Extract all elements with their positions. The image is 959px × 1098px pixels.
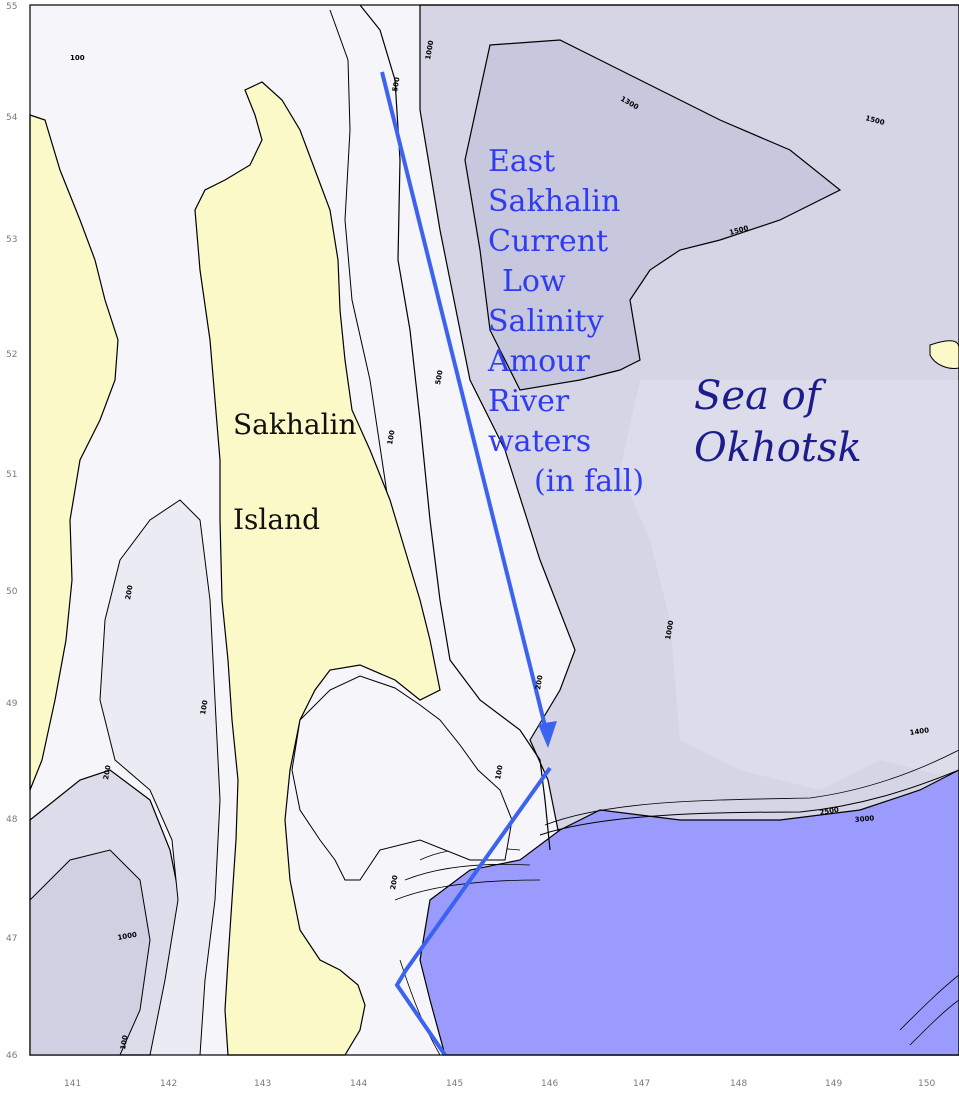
lon-label: 150 bbox=[918, 1079, 935, 1089]
contour-line bbox=[404, 863, 531, 881]
contour-label: 200 bbox=[389, 874, 399, 890]
contour-line bbox=[394, 879, 541, 901]
lon-label: 143 bbox=[254, 1079, 271, 1089]
lat-label: 49 bbox=[6, 699, 18, 709]
lat-label: 51 bbox=[6, 470, 17, 480]
current-label-line: Salinity bbox=[488, 304, 604, 339]
island-label: Island bbox=[233, 503, 321, 536]
contour-labels: 100 500 1000 1300 1500 1500 100 500 1000… bbox=[70, 40, 930, 1051]
current-label-line: (in fall) bbox=[534, 464, 645, 499]
contour-label: 200 bbox=[102, 764, 112, 780]
lat-label: 50 bbox=[6, 587, 18, 597]
lat-label: 53 bbox=[6, 235, 17, 245]
contour-line bbox=[899, 974, 959, 1031]
current-arrow-south bbox=[394, 766, 552, 1057]
contour-label: 1000 bbox=[117, 931, 138, 942]
mainland-land bbox=[29, 114, 119, 791]
contour-label: 200 bbox=[534, 674, 544, 690]
contour-label: 1400 bbox=[909, 726, 930, 737]
current-label-line: Current bbox=[488, 224, 609, 259]
lat-label: 52 bbox=[6, 350, 17, 360]
contour-line bbox=[544, 749, 959, 826]
lon-label: 146 bbox=[541, 1079, 558, 1089]
lat-label: 55 bbox=[6, 2, 17, 12]
lon-label: 141 bbox=[64, 1079, 81, 1089]
contour-label: 500 bbox=[391, 76, 401, 92]
lon-label: 145 bbox=[446, 1079, 463, 1089]
contour-label: 3000 bbox=[854, 814, 874, 824]
contour-label: 2500 bbox=[819, 806, 840, 817]
current-label-line: Sakhalin bbox=[488, 184, 621, 219]
sea-label-line1: Sea of bbox=[694, 373, 821, 419]
contour-line bbox=[399, 959, 441, 1056]
contour-label: 200 bbox=[124, 584, 134, 600]
lat-label: 47 bbox=[6, 934, 17, 944]
lon-label: 149 bbox=[825, 1079, 842, 1089]
current-label-line: East bbox=[488, 144, 556, 179]
shelf-contour bbox=[359, 4, 551, 851]
lon-tick-labels: 141 142 143 144 145 146 147 148 149 150 bbox=[64, 1079, 935, 1089]
sea-label-line2: Okhotsk bbox=[694, 425, 862, 471]
map-frame bbox=[29, 4, 959, 1056]
current-label: East Sakhalin Current Low Salinity Amour… bbox=[488, 142, 688, 502]
kuril-basin bbox=[419, 769, 959, 1056]
lon-label: 147 bbox=[633, 1079, 650, 1089]
current-label-line: waters bbox=[488, 424, 592, 459]
lat-tick-labels: 55 54 53 52 51 50 49 48 47 46 bbox=[6, 2, 18, 1061]
lon-label: 142 bbox=[160, 1079, 177, 1089]
aniva-bay bbox=[291, 675, 513, 881]
lat-label: 54 bbox=[6, 113, 18, 123]
islet bbox=[929, 340, 959, 369]
sea-label: Sea of Okhotsk bbox=[694, 370, 862, 474]
contour-label: 100 bbox=[119, 1034, 129, 1050]
arrowhead-icon bbox=[538, 721, 557, 748]
lat-label: 46 bbox=[6, 1051, 18, 1061]
contour-label: 500 bbox=[434, 369, 444, 385]
contour-label: 100 bbox=[494, 764, 504, 780]
contour-label: 100 bbox=[386, 429, 396, 445]
contour-label: 100 bbox=[199, 699, 209, 715]
ridge-region bbox=[464, 39, 842, 391]
lon-label: 148 bbox=[730, 1079, 747, 1089]
current-label-line: Low bbox=[502, 264, 566, 299]
contour-line bbox=[539, 769, 959, 836]
contour-label: 1000 bbox=[664, 620, 675, 641]
slope-band bbox=[620, 380, 959, 790]
current-label-line: Amour bbox=[488, 344, 590, 379]
contour-label: 100 bbox=[70, 54, 85, 62]
lon-label: 144 bbox=[350, 1079, 367, 1089]
sakhalin-island bbox=[194, 81, 441, 1056]
contour-line bbox=[909, 999, 959, 1046]
current-label-line: River bbox=[488, 384, 570, 419]
sakhalin-label: Sakhalin bbox=[233, 408, 357, 441]
lat-label: 48 bbox=[6, 815, 18, 825]
current-arrow bbox=[380, 71, 550, 739]
contour-label: 1000 bbox=[424, 40, 435, 61]
